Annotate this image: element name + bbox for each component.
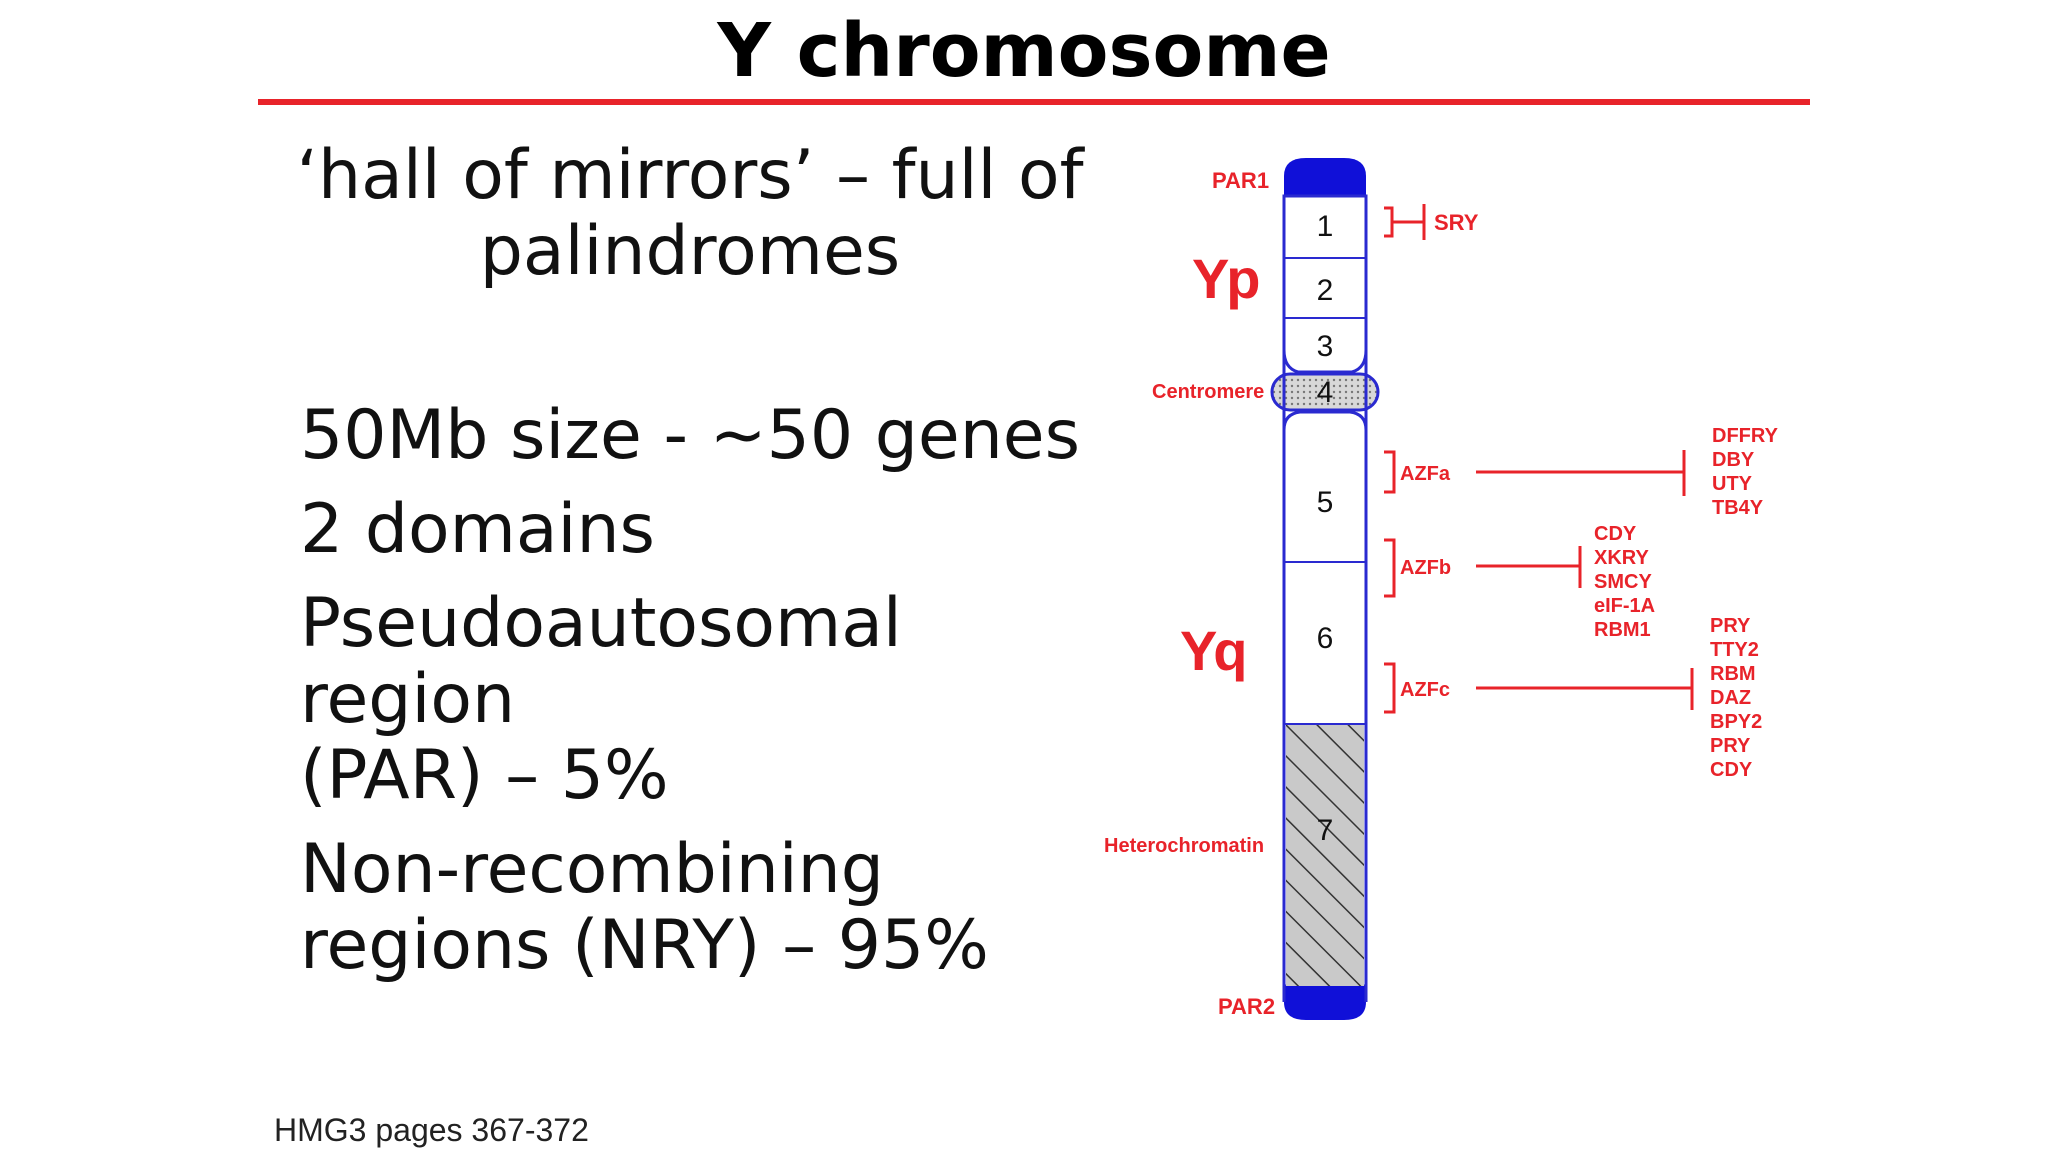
bullet-nry-line1: Non-recombining	[300, 830, 884, 909]
par2-label: PAR2	[1218, 994, 1275, 1019]
azfc-gene: RBM	[1710, 663, 1756, 685]
subtitle-line: ‘hall of mirrors’ – full of	[296, 136, 1084, 215]
azfa-gene: TB4Y	[1712, 497, 1764, 519]
par1-cap	[1284, 158, 1366, 196]
azfa-gene: UTY	[1712, 473, 1753, 495]
azfb-gene: RBM1	[1594, 619, 1651, 641]
band-number: 4	[1317, 376, 1334, 409]
sry-label: SRY	[1434, 210, 1479, 235]
azfa-gene: DBY	[1712, 449, 1755, 471]
title-divider	[258, 99, 1810, 105]
bullet-nry-line2: regions (NRY) – 95%	[300, 906, 989, 985]
heterochromatin-label: Heterochromatin	[1104, 835, 1264, 857]
bullet-list: 50Mb size - ~50 genes 2 domains Pseudoau…	[300, 398, 1100, 1002]
bullet-par: Pseudoautosomal region (PAR) – 5%	[300, 586, 1100, 814]
azfa-label: AZFa	[1400, 463, 1451, 485]
heterochromatin-block	[1286, 724, 1364, 986]
azfa-gene: DFFRY	[1712, 425, 1779, 447]
band-number: 3	[1317, 330, 1334, 363]
sry-marker	[1384, 204, 1426, 240]
band-number: 7	[1317, 814, 1334, 847]
azfc-gene: BPY2	[1710, 711, 1762, 733]
slide-title: Y chromosome	[717, 8, 1331, 94]
azfc-gene: PRY	[1710, 615, 1751, 637]
band-number: 1	[1317, 210, 1334, 243]
azfb-gene: eIF-1A	[1594, 595, 1655, 617]
bullet-domains: 2 domains	[300, 490, 655, 569]
azfc-gene: PRY	[1710, 735, 1751, 757]
bullet-par-line1: Pseudoautosomal region	[300, 584, 902, 739]
reference-note: HMG3 pages 367-372	[274, 1112, 589, 1148]
azfb-gene: CDY	[1594, 523, 1637, 545]
azfb-gene: XKRY	[1594, 547, 1649, 569]
azfc-gene: DAZ	[1710, 687, 1751, 709]
azfc-label: AZFc	[1400, 679, 1450, 701]
azfb-marker	[1384, 538, 1582, 598]
azfc-gene: CDY	[1710, 759, 1753, 781]
par1-label: PAR1	[1212, 168, 1269, 193]
bullet-size: 50Mb size - ~50 genes	[300, 396, 1081, 475]
azfc-marker	[1384, 662, 1694, 714]
par2-cap	[1284, 986, 1366, 1020]
azfb-gene: SMCY	[1594, 571, 1652, 593]
bullet-nry: Non-recombining regions (NRY) – 95%	[300, 832, 1100, 984]
azfc-gene: TTY2	[1710, 639, 1759, 661]
centromere	[1270, 372, 1380, 412]
band-number: 2	[1317, 274, 1334, 307]
subtitle: ‘hall of mirrors’ – full of palindromes	[280, 138, 1100, 290]
azfa-marker	[1384, 450, 1686, 496]
centromere-label: Centromere	[1152, 381, 1264, 403]
band-number: 6	[1317, 622, 1334, 655]
bullet-par-line2: (PAR) – 5%	[300, 736, 669, 815]
subtitle-line: palindromes	[479, 212, 901, 291]
yp-label: Yp	[1192, 247, 1260, 310]
azfb-label: AZFb	[1400, 557, 1451, 579]
band-number: 5	[1317, 486, 1334, 519]
yq-label: Yq	[1180, 619, 1247, 682]
